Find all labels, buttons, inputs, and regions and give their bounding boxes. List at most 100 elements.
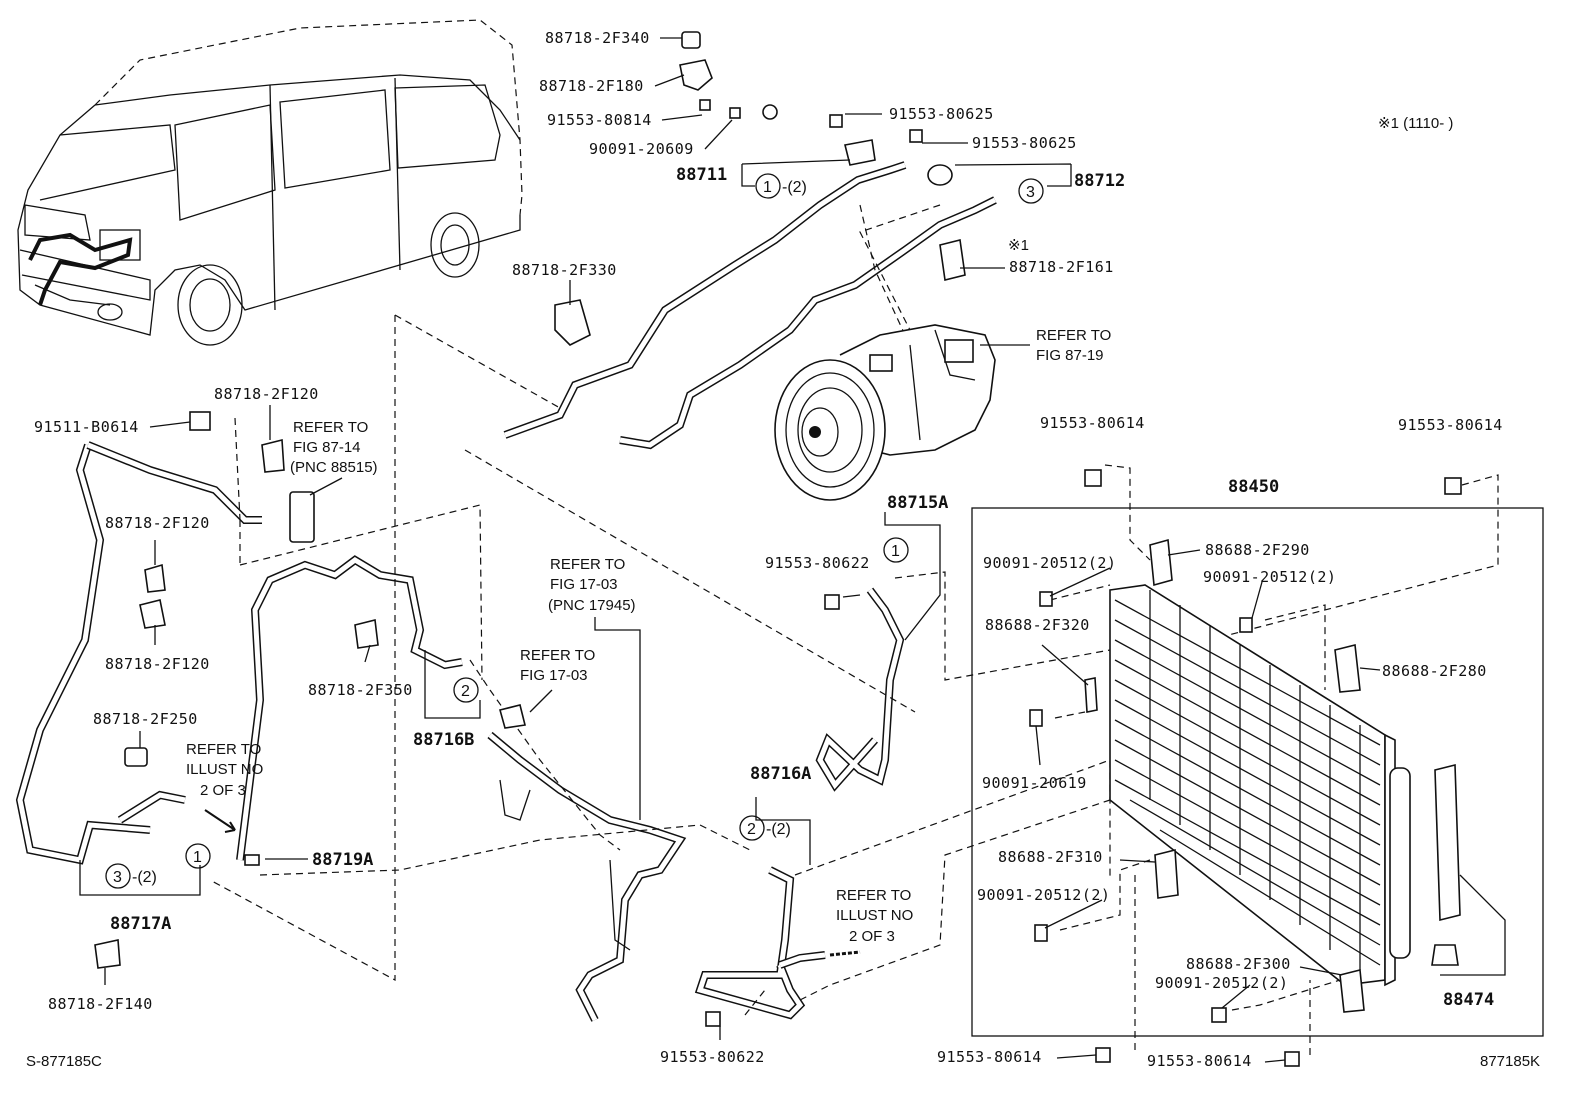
callout-3-qty: -(2) [132,869,157,886]
bolt-80622-a [824,594,840,610]
label-88712: 88712 [1074,171,1125,191]
label-88719A: 88719A [312,850,373,870]
label-88716A: 88716A [750,764,811,784]
ref5-line3: 2 OF 3 [200,782,246,799]
label-88688-2F310: 88688-2F310 [998,848,1103,866]
condenser-frame [971,507,1544,1037]
note-mark: ※1 [1008,237,1029,254]
label-91553-80622-a: 91553-80622 [765,554,870,572]
bracket-2F310 [1154,848,1179,899]
label-91553-80622-b: 91553-80622 [660,1048,765,1066]
bolt-80625-a [829,114,843,128]
ref6-line3: 2 OF 3 [849,928,895,945]
clamp-2F180 [679,59,713,91]
callout-1-88717A: 1 [193,849,202,866]
callout-3-88712: 3 [1026,184,1035,201]
label-91553-80614-a: 91553-80614 [1040,414,1145,432]
bolt-20512-c [1034,924,1048,942]
ref1-line2: FIG 87-19 [1036,347,1104,364]
label-91511-B0614: 91511-B0614 [34,418,139,436]
bolt-20609 [729,107,741,119]
bolt-80614-a [1084,469,1102,487]
label-88718-2F180: 88718-2F180 [539,77,644,95]
leader-lines [79,37,1506,1063]
label-90091-20512-c: 90091-20512(2) [977,886,1110,904]
label-91553-80814: 91553-80814 [547,111,652,129]
label-88718-2F120-c: 88718-2F120 [105,655,210,673]
ref3-line3: (PNC 17945) [548,597,636,614]
ref6-line1: REFER TO [836,887,911,904]
label-90091-20512-a: 90091-20512(2) [983,554,1116,572]
expansion-valve [289,491,315,543]
bracket-2F280 [1334,644,1361,693]
label-91553-80614-c: 91553-80614 [937,1048,1042,1066]
ref5-line1: REFER TO [186,741,261,758]
bolt-80614-c [1095,1047,1111,1063]
callout-1-qty: -(2) [782,179,807,196]
clamp-2F340 [681,31,701,49]
label-88688-2F280: 88688-2F280 [1382,662,1487,680]
label-88718-2F120-b: 88718-2F120 [105,514,210,532]
bolt-20512-d [1211,1007,1227,1023]
ref3-line2: FIG 17-03 [550,576,618,593]
label-88711: 88711 [676,165,727,185]
ref6-line2: ILLUST NO [836,907,913,924]
bolt-20609-b [762,104,778,120]
callout-1-88715A: 1 [891,543,900,560]
reference-notes: REFER TO FIG 87-19 REFER TO FIG 87-14 (P… [186,327,1111,945]
label-88716B: 88716B [413,730,474,750]
compressor [774,324,996,501]
bolt-80622-b [705,1011,721,1027]
pipe-lines [15,161,997,1022]
bolt-80814 [699,99,711,111]
label-90091-20619: 90091-20619 [982,774,1087,792]
label-90091-20512-d: 90091-20512(2) [1155,974,1288,992]
label-88474: 88474 [1443,990,1494,1010]
label-88718-2F330: 88718-2F330 [512,261,617,279]
label-88715A: 88715A [887,493,948,513]
ref2-line3: (PNC 88515) [290,459,378,476]
label-90091-20512-b: 90091-20512(2) [1203,568,1336,586]
callout-1-88711: 1 [763,179,772,196]
callout-2-88716B: 2 [461,683,470,700]
label-91553-80625-b: 91553-80625 [972,134,1077,152]
fitting-88711 [844,139,876,166]
figure-code-left: S-877185C [26,1053,102,1070]
callouts: 1 -(2) 3 1 2 3 -(2) 1 2 -(2) [105,173,1044,889]
clamp-2F120-b [144,563,166,593]
clamp-17945 [499,704,526,729]
bracket-2F320 [1084,677,1098,713]
label-88718-2F140: 88718-2F140 [48,995,153,1013]
component-shapes [94,31,1544,1067]
note-applicability: ※1 (1110- ) [1378,115,1453,132]
van-illustration [17,19,523,346]
callout-2-88716A: 2 [747,821,756,838]
label-88688-2F290: 88688-2F290 [1205,541,1310,559]
label-88688-2F320: 88688-2F320 [985,616,1090,634]
clamp-2F140 [94,939,121,969]
bracket-2F300 [1339,968,1365,1013]
bolt-80614-b [1444,477,1462,495]
bolt-80625-b [909,129,923,143]
label-91553-80614-b: 91553-80614 [1398,416,1503,434]
footnotes: ※1 (1110- ) ※1 S-877185C 877185K [26,115,1540,1070]
bolt-B0614 [189,411,211,431]
callout-3-88717A: 3 [113,869,122,886]
label-88718-2F350: 88718-2F350 [308,681,413,699]
label-91553-80614-d: 91553-80614 [1147,1052,1252,1070]
label-88450: 88450 [1228,477,1279,497]
ref3-line1: REFER TO [550,556,625,573]
clamp-2F120-a [261,438,285,473]
clamp-2F330 [554,299,591,346]
label-88718-2F250: 88718-2F250 [93,710,198,728]
bolt-20512-a [1039,591,1053,607]
bracket-2F290 [1149,538,1173,587]
label-90091-20609: 90091-20609 [589,140,694,158]
bolt-20619 [1029,709,1043,727]
ref2-line1: REFER TO [293,419,368,436]
bolt-80614-d [1284,1051,1300,1067]
clamp-2F161 [939,239,966,281]
clamp-2F250 [124,747,148,767]
clamp-2F350 [354,619,379,649]
